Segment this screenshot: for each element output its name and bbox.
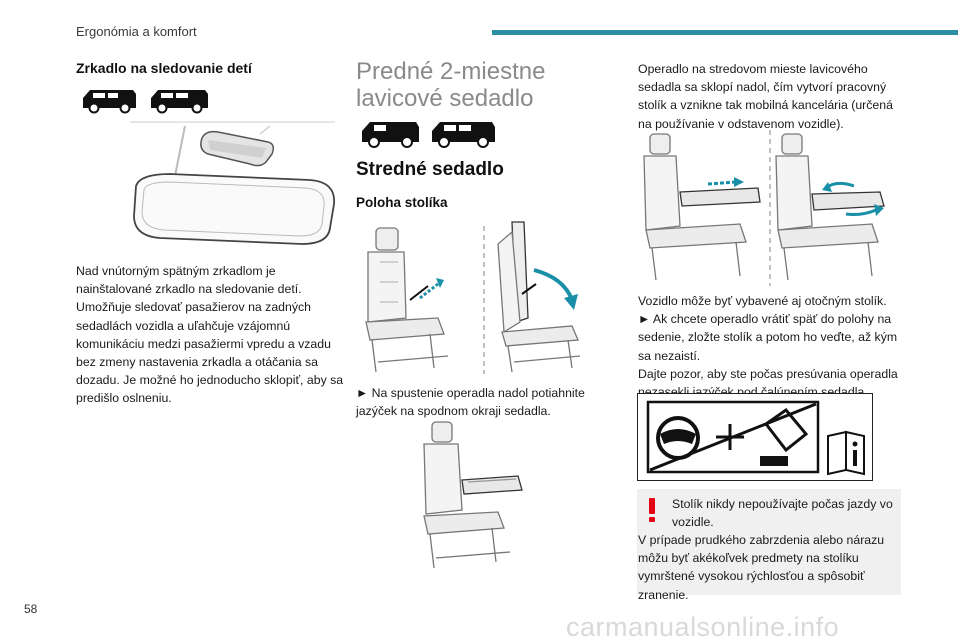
text-line: ► Na spustenie operadla nadol potiahnite — [356, 386, 585, 400]
text-line: Umožňuje sledovať pasažierov na zadných — [76, 300, 311, 315]
text-line: sedenie, zložte stolík a potom ho veďte,… — [638, 330, 898, 345]
text-line: nainštalované zrkadlo na sledovanie detí… — [76, 282, 302, 297]
rotate-arrow-icon — [822, 181, 884, 216]
text-line: Nad vnútorným spätným zrkadlom je — [76, 264, 276, 278]
table-slide-illustration — [643, 130, 885, 286]
warning-exclamation-icon — [649, 498, 655, 522]
van-long-icon — [432, 122, 495, 148]
child-mirror-illustration — [130, 121, 335, 245]
text-line: na používanie v odstavenom vozidle). — [638, 116, 844, 131]
seat-table-swivel-drawing — [775, 133, 885, 281]
text-line: jazýček na spodnom okraji sedadla. — [356, 404, 551, 419]
table-position-subheading: Poloha stolíka — [356, 195, 448, 210]
manual-info-icon — [827, 430, 865, 476]
seat-fold-illustration — [365, 221, 581, 374]
slide-arrow-icon — [707, 177, 744, 187]
prohibition-slash — [649, 402, 817, 472]
text-line: sedadla sa sklopí nadol, čím vytvorí pra… — [638, 80, 887, 95]
text-line: Operadlo na stredovom mieste lavicového — [638, 62, 868, 76]
text-line: vymrštené vysokou rýchlosťou a spôsobiť — [638, 569, 865, 584]
text-line: vozidle. — [672, 515, 714, 530]
text-line: V prípade prudkého zabrzdenia alebo nára… — [638, 533, 885, 547]
section-accent-bar — [492, 30, 958, 35]
title-line: Predné 2-miestne — [356, 58, 546, 85]
text-line: sedadlách vozidla a uľahčuje vzájomnú — [76, 318, 291, 333]
text-line: ► Ak chcete operadlo vrátiť späť do polo… — [638, 312, 892, 327]
seat-table-fixed-drawing — [643, 133, 761, 281]
page-number: 58 — [24, 602, 38, 616]
text-line: komunikáciu medzi pasažiermi vpredu a vz… — [76, 336, 331, 351]
mirror-paragraph: Nad vnútorným spätným zrkadlom je nainšt… — [76, 262, 346, 408]
text-line: Stolík nikdy nepoužívajte počas jazdy vo — [672, 497, 893, 511]
text-line: stolík a vznikne tak mobilná kancelária … — [638, 98, 893, 113]
title-line: lavicové sedadlo — [356, 85, 534, 112]
text-line: bez zmeny nastavenia zrkadla a otáčania … — [76, 355, 318, 370]
text-line: zranenie. — [638, 587, 689, 602]
pull-arrow-icon — [409, 278, 444, 301]
middle-seat-heading: Stredné sedadlo — [356, 159, 504, 180]
no-use-while-driving-pictogram — [637, 393, 873, 481]
van-short-icon — [83, 90, 136, 114]
seat-table-illustration — [423, 421, 523, 569]
text-line: sa nezaistí. — [638, 348, 701, 363]
text-line: Dajte pozor, aby ste počas presúvania op… — [638, 366, 898, 381]
text-line: dozadu. Je možné ho jednoducho sklopiť, … — [76, 373, 344, 388]
text-line: môžu byť akékoľvek predmety na stolíku — [638, 551, 859, 566]
warning-box — [637, 489, 901, 595]
text-line: predišlo oslneniu. — [76, 391, 172, 406]
fold-direction-arrow-icon — [521, 268, 578, 310]
seat-upright-drawing — [365, 227, 449, 373]
swivel-table-text: Vozidlo môže byť vybavené aj otočným sto… — [638, 292, 913, 401]
vehicle-version-icons — [362, 122, 495, 148]
section-label: Ergonómia a komfort — [76, 24, 197, 39]
text-line: Vozidlo môže byť vybavené aj otočným sto… — [638, 294, 887, 308]
van-long-icon — [151, 90, 208, 114]
mirror-heading: Zrkadlo na sledovanie detí — [76, 60, 252, 76]
seat-folding-drawing — [497, 221, 581, 373]
warning-text-indented: Stolík nikdy nepoužívajte počas jazdy vo… — [672, 495, 897, 531]
front-bench-title: Predné 2-miestne lavicové sedadlo — [356, 58, 545, 112]
footer-watermark[interactable]: carmanualsonline.info — [566, 612, 840, 642]
fold-instruction: ► Na spustenie operadla nadol potiahnite… — [356, 384, 626, 420]
van-short-icon — [362, 122, 419, 148]
vehicle-version-icons — [83, 90, 208, 114]
warning-text: V prípade prudkého zabrzdenia alebo nára… — [638, 531, 900, 604]
office-table-intro: Operadlo na stredovom mieste lavicového … — [638, 60, 908, 133]
